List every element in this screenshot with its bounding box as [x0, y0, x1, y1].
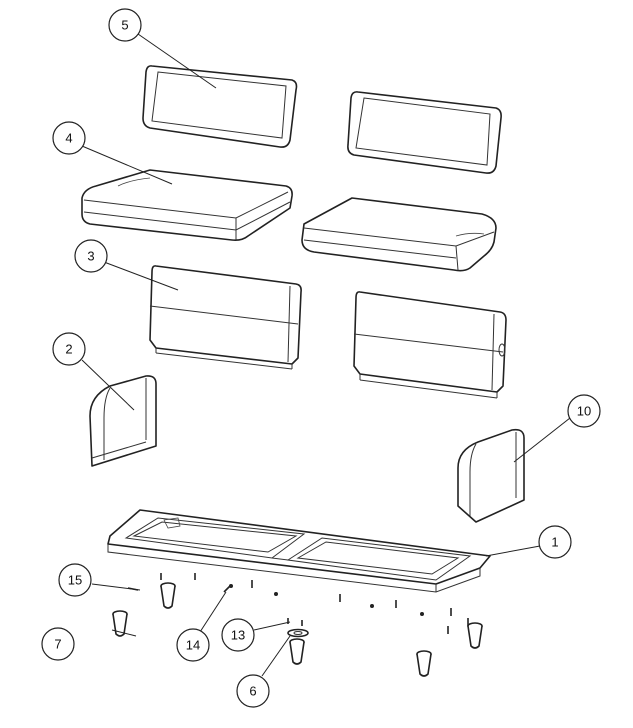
svg-text:4: 4 [65, 131, 72, 146]
foot-2 [112, 610, 128, 637]
back-cushion-left [142, 65, 298, 148]
svg-text:15: 15 [68, 573, 82, 588]
callout-4: 4 [52, 121, 86, 155]
svg-text:5: 5 [121, 18, 128, 33]
svg-text:14: 14 [186, 638, 200, 653]
svg-text:7: 7 [54, 637, 61, 652]
callout-7: 7 [41, 627, 75, 661]
base-frame [107, 509, 541, 593]
foot-3 [289, 638, 305, 665]
callout-5: 5 [108, 8, 142, 42]
backrest-panel-right [353, 291, 507, 399]
foot-4 [416, 650, 432, 677]
svg-text:1: 1 [551, 535, 558, 550]
svg-text:6: 6 [249, 684, 256, 699]
washer [287, 628, 309, 638]
callout-6: 6 [236, 674, 270, 708]
armrest-right [457, 428, 525, 523]
foot-5 [467, 622, 483, 649]
callout-14: 14 [176, 628, 210, 662]
leader-lines [81, 33, 571, 677]
callout-15: 15 [58, 563, 92, 597]
callout-3: 3 [74, 239, 108, 273]
svg-text:10: 10 [577, 404, 591, 419]
back-cushion-right [347, 91, 502, 174]
foot-1 [160, 582, 176, 609]
svg-text:3: 3 [87, 249, 94, 264]
backrest-panel-left [149, 265, 302, 370]
svg-text:13: 13 [231, 628, 245, 643]
callout-13: 13 [221, 618, 255, 652]
callout-1: 1 [538, 525, 572, 559]
seat-cushion-left [81, 169, 293, 241]
callout-2: 2 [52, 332, 86, 366]
armrest-left [89, 375, 157, 467]
svg-text:2: 2 [65, 342, 72, 357]
callout-10: 10 [567, 394, 601, 428]
seat-cushion-right [301, 197, 497, 272]
